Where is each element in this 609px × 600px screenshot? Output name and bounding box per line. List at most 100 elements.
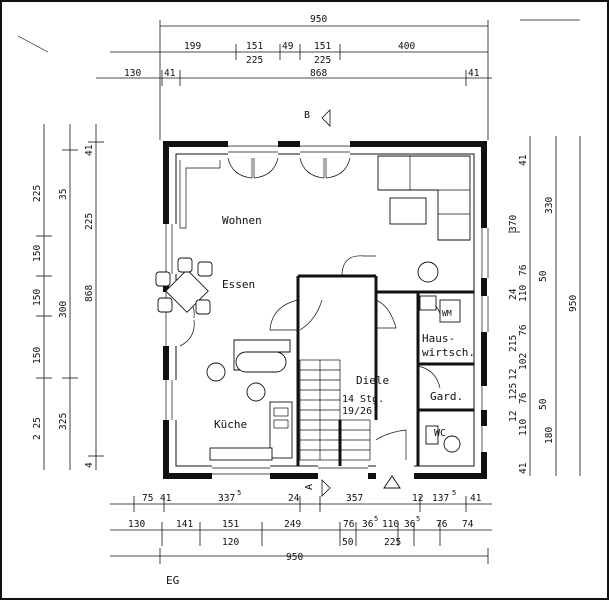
dim-right-24: 24 [508, 288, 519, 300]
utility-fixtures [419, 295, 461, 453]
dim-top-49: 49 [282, 41, 294, 52]
dim-right-76a: 76 [518, 264, 529, 276]
dim-bottom-76b: 76 [436, 519, 448, 530]
dining-furniture [155, 257, 213, 315]
dim-bottom-overall: 950 [286, 552, 303, 563]
dim-bottom-120: 120 [222, 537, 239, 548]
dim-left-150c: 150 [32, 347, 43, 364]
dim-right-180: 180 [544, 427, 555, 444]
dim-bottom-41a: 41 [160, 493, 172, 504]
room-label-wohnen: Wohnen [222, 214, 262, 227]
stair-steps-label: 14 Stg. [342, 394, 384, 405]
dim-bottom-sup5a: 5 [237, 489, 241, 497]
dim-top-225a: 225 [246, 55, 263, 66]
building-walls [160, 140, 492, 480]
dim-right-125: 125 [508, 383, 519, 400]
dim-right-950: 950 [568, 295, 579, 312]
dim-left-150a: 150 [32, 245, 43, 262]
dim-bottom-sup5d: 5 [416, 515, 420, 523]
dim-top-400: 400 [398, 41, 415, 52]
left-dimensions: 225 150 150 150 2 25 35 300 325 41 225 8… [32, 124, 104, 470]
dim-bottom-50: 50 [342, 537, 354, 548]
dim-bottom-357: 357 [346, 493, 363, 504]
dim-bottom-75: 75 [142, 493, 153, 504]
dim-bottom-24: 24 [288, 493, 300, 504]
interior-walls [296, 274, 474, 466]
dim-bottom-36a: 36 [362, 519, 374, 530]
dim-bottom-137: 137 [432, 493, 449, 504]
dim-right-12a: 12 [508, 369, 519, 380]
dim-right-110b: 110 [518, 419, 529, 436]
kitchen-furniture [206, 339, 293, 461]
dim-bottom-110: 110 [382, 519, 399, 530]
room-label-wm: WM [442, 309, 452, 318]
dim-top-868: 868 [310, 68, 327, 79]
room-label-wc: WC [434, 428, 446, 439]
room-label-haus-1: Haus- [422, 332, 455, 345]
dim-right-110a: 110 [518, 285, 529, 302]
dim-bottom-74: 74 [462, 519, 474, 530]
dim-bottom-225: 225 [384, 537, 401, 548]
dim-top-225b: 225 [314, 55, 331, 66]
dim-left-35: 35 [58, 189, 69, 200]
dim-bottom-sup5c: 5 [374, 515, 378, 523]
corner-mark [17, 35, 49, 53]
dim-top-overall: 950 [310, 14, 327, 25]
dim-bottom-36b: 36 [404, 519, 416, 530]
top-dimensions: 950 199 151 49 151 400 225 225 130 41 86… [96, 14, 492, 140]
dim-left-868: 868 [84, 285, 95, 302]
room-label-haus-2: wirtsch. [422, 346, 475, 359]
dim-right-215: 215 [508, 335, 519, 352]
dim-top-41b: 41 [468, 68, 480, 79]
dim-left-225: 225 [32, 185, 43, 202]
dim-left-225b: 2 25 [32, 417, 43, 440]
dim-top-41a: 41 [164, 68, 176, 79]
dim-right-330: 330 [544, 197, 555, 214]
dim-bottom-249: 249 [284, 519, 301, 530]
dim-right-102: 102 [518, 353, 529, 370]
room-label-diele: Diele [356, 374, 389, 387]
dim-right-370: 370 [508, 215, 519, 232]
dim-bottom-141: 141 [176, 519, 193, 530]
staircase [299, 359, 371, 461]
bottom-dimensions: 75 41 337 5 24 357 12 137 5 41 130 141 1… [110, 489, 492, 564]
dim-bottom-130: 130 [128, 519, 145, 530]
dim-right-50a: 50 [538, 270, 549, 282]
dim-top-151b: 151 [314, 41, 331, 52]
dim-bottom-12: 12 [412, 493, 423, 504]
dim-top-199: 199 [184, 41, 201, 52]
dim-top-151a: 151 [246, 41, 263, 52]
entrance-arrow-icon [383, 475, 401, 489]
dim-right-41b: 41 [518, 462, 529, 474]
dim-left-4: 4 [84, 462, 95, 468]
section-marker-a: A [304, 484, 315, 490]
section-marker-b: B [304, 110, 310, 121]
living-furniture [179, 155, 471, 283]
section-arrow-icon [321, 109, 331, 127]
dim-left-300: 300 [58, 301, 69, 318]
dim-bottom-sup5b: 5 [452, 489, 456, 497]
dim-left-150b: 150 [32, 289, 43, 306]
dim-right-76b: 76 [518, 324, 529, 336]
right-dimensions: 41 370 330 950 76 110 76 102 76 110 180 … [508, 136, 581, 476]
dim-left-41: 41 [84, 144, 95, 156]
dim-top-130: 130 [124, 68, 141, 79]
dim-left-325: 325 [58, 413, 69, 430]
floor-label: EG [166, 574, 179, 587]
dim-right-50b: 50 [538, 398, 549, 410]
dim-right-41a: 41 [518, 154, 529, 166]
dim-bottom-151: 151 [222, 519, 239, 530]
dim-right-12b: 12 [508, 411, 519, 422]
section-arrow-bottom-icon [321, 479, 331, 497]
stair-ratio-label: 19/26 [342, 406, 372, 417]
dim-bottom-41b: 41 [470, 493, 482, 504]
dim-right-76c: 76 [518, 392, 529, 404]
dim-left-225c: 225 [84, 213, 95, 230]
dim-bottom-337: 337 [218, 493, 235, 504]
dim-bottom-76a: 76 [343, 519, 355, 530]
room-label-essen: Essen [222, 278, 255, 291]
room-label-kueche: Küche [214, 418, 247, 431]
room-label-gard: Gard. [430, 390, 463, 403]
